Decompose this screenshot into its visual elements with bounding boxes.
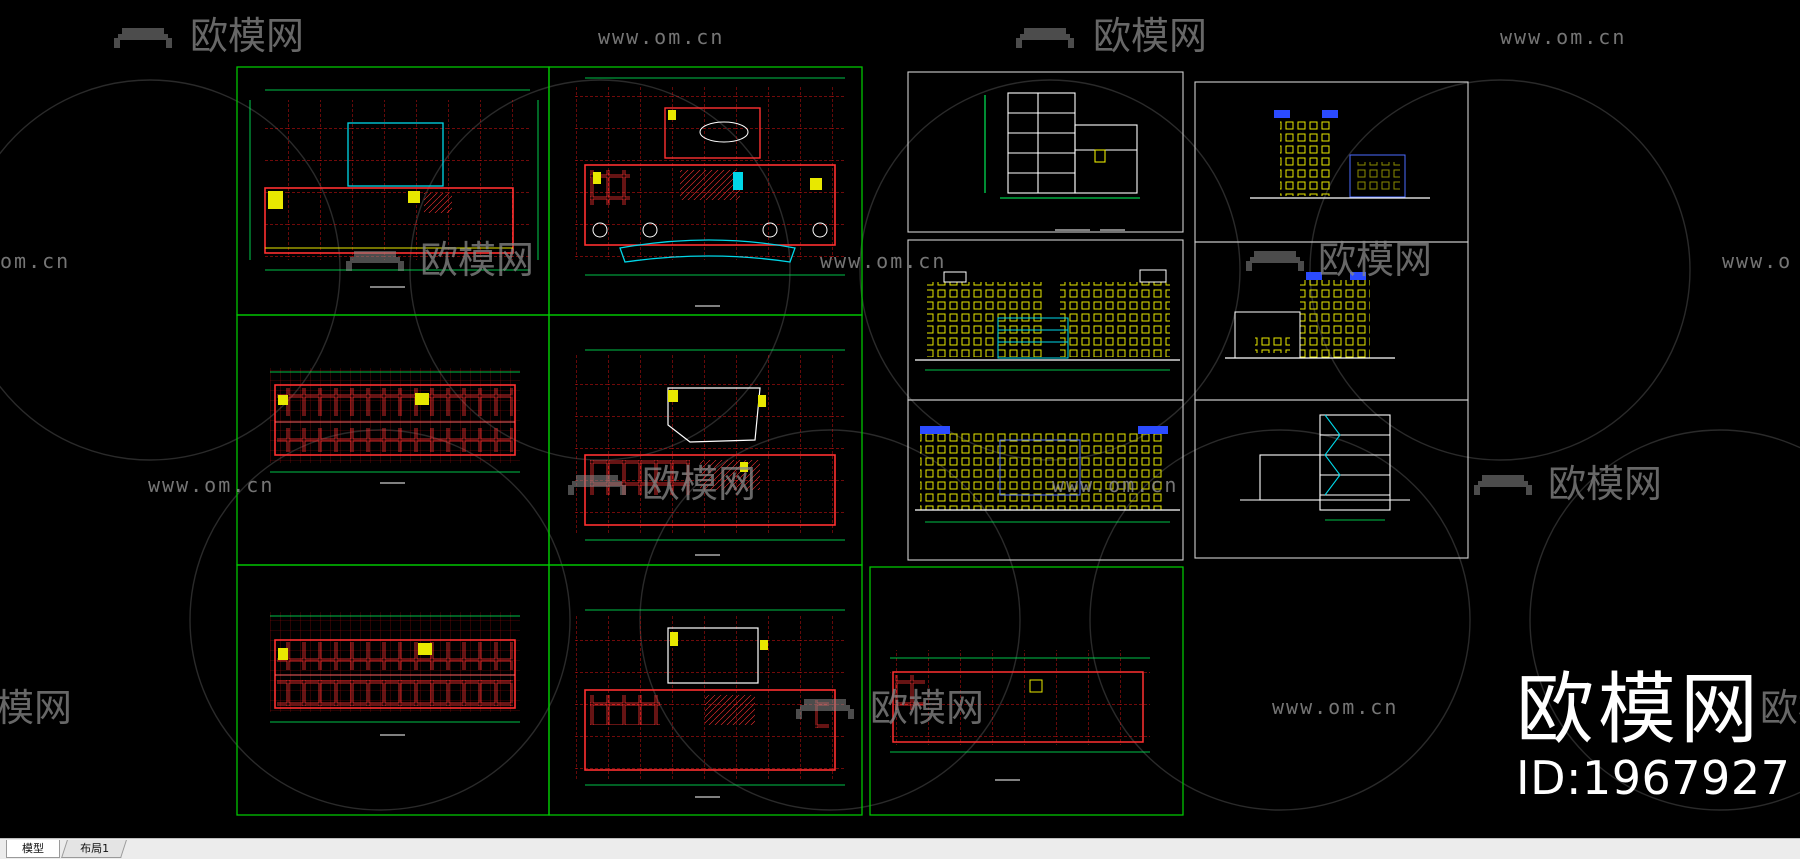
floor-plan-3: [270, 368, 520, 484]
watermark-brand-right-cut: 欧模网: [1760, 686, 1800, 730]
tab-model-label: 模型: [22, 842, 44, 855]
watermark-brand-texts: 欧模网 欧模网 欧模网 欧模网 欧模网 欧模网 欧模网 欧模网 欧模网: [0, 14, 1800, 730]
elevation-drawing-side-1: [1250, 110, 1430, 199]
sheet-frames: [236, 66, 1184, 816]
watermark-brand-4: 欧模网: [1548, 462, 1662, 506]
floor-plan-4: [575, 349, 845, 556]
elevation-drawing-front-2: [915, 426, 1180, 523]
watermark-brand-3: 欧模网: [1318, 238, 1432, 282]
watermark-brand-7: 欧模网: [870, 686, 984, 730]
watermark-url-texts: www.om.cn www.om.cn www.om.cn www.om.cn …: [0, 25, 1792, 719]
floor-plan-6: [575, 609, 845, 798]
watermark-url-left-cut: om.cn: [0, 249, 70, 273]
watermark-url-2: www.om.cn: [1500, 25, 1626, 49]
watermark-url-3: www.om.cn: [148, 473, 274, 497]
watermark-url-1: www.om.cn: [598, 25, 724, 49]
watermark-url-6: www.om.cn: [820, 249, 946, 273]
watermark-brand-5: 欧模网: [420, 238, 534, 282]
floor-plan-5: [270, 612, 520, 736]
watermark-url-4: www.om.cn: [1052, 473, 1178, 497]
tab-layout-1[interactable]: 布局1: [61, 840, 127, 858]
floor-plan-2: [575, 77, 845, 307]
elevation-drawing-front-1: [915, 269, 1180, 371]
watermark-url-5: www.om.cn: [1272, 695, 1398, 719]
watermark-logo-icons: [114, 28, 1532, 719]
watermark-url-right-cut: www.o: [1722, 249, 1792, 273]
elevation-frames: [907, 71, 1469, 561]
tab-model[interactable]: 模型: [6, 840, 60, 858]
brand-watermark: 欧模网 ID:1967927: [1516, 665, 1791, 805]
section-drawing-1: [984, 92, 1140, 231]
layout-tab-bar: 模型 布局1: [0, 838, 1800, 859]
floor-plan-7: [890, 650, 1150, 781]
watermark-brand-1: 欧模网: [190, 14, 304, 58]
watermark-brand-6: 欧模网: [642, 462, 756, 506]
tab-layout-1-label: 布局1: [79, 842, 109, 855]
floor-plan-1: [249, 89, 539, 288]
elevation-drawing-side-2: [1225, 272, 1395, 359]
brand-watermark-name: 欧模网: [1516, 665, 1763, 755]
section-drawing-2: [1240, 414, 1410, 521]
watermark-brand-2: 欧模网: [1093, 14, 1207, 58]
model-id-label: ID:1967927: [1516, 751, 1791, 805]
cad-drawing-canvas[interactable]: 欧模网 欧模网 欧模网 欧模网 欧模网 欧模网 欧模网 欧模网 欧模网 www.…: [0, 0, 1800, 838]
watermark-brand-left-cut: 欧模网: [0, 686, 72, 730]
